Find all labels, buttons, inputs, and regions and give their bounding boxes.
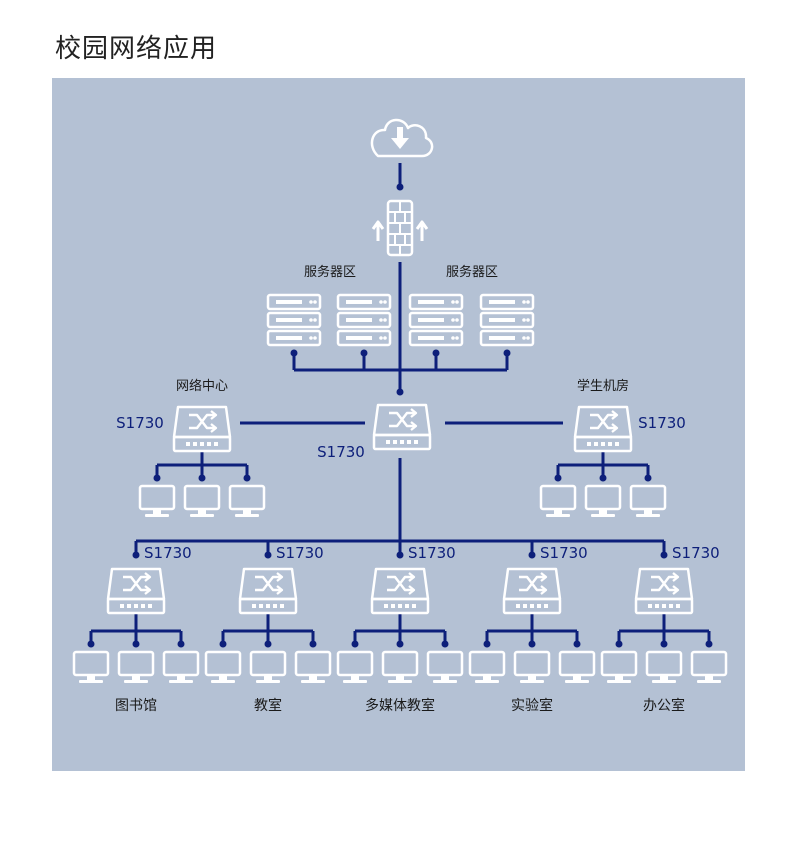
access-switch-label: S1730	[144, 544, 192, 562]
page-title: 校园网络应用	[55, 34, 218, 64]
left-switch-label: S1730	[116, 414, 164, 432]
room-label: 图书馆	[115, 698, 157, 714]
access-switch-label: S1730	[276, 544, 324, 562]
server-zone-left-label: 服务器区	[304, 264, 356, 280]
room-label: 实验室	[511, 697, 553, 714]
network-center-label: 网络中心	[176, 378, 228, 394]
network-diagram: 服务器区 服务器区 S1730 网络中心 S1730 学生机房 S1730 S1…	[52, 78, 745, 771]
cloud-download-icon	[370, 118, 434, 158]
access-switch-label: S1730	[408, 544, 456, 562]
access-groups: S1730 图书馆 S1730 教室 S1730 多媒体教室 S1730 实验室 S1730 办公…	[72, 544, 728, 714]
server-zone-right-label: 服务器区	[446, 264, 498, 280]
core-switch-label: S1730	[317, 443, 365, 461]
access-switch-label: S1730	[540, 544, 588, 562]
connection-dots	[132, 183, 668, 559]
room-label: 多媒体教室	[365, 697, 435, 714]
access-switch-label: S1730	[672, 544, 720, 562]
access-dots	[87, 640, 713, 648]
right-switch-label: S1730	[638, 414, 686, 432]
room-label: 办公室	[643, 697, 685, 714]
student-lab-label: 学生机房	[577, 378, 629, 394]
firewall-icon	[371, 199, 429, 257]
room-label: 教室	[254, 697, 282, 714]
